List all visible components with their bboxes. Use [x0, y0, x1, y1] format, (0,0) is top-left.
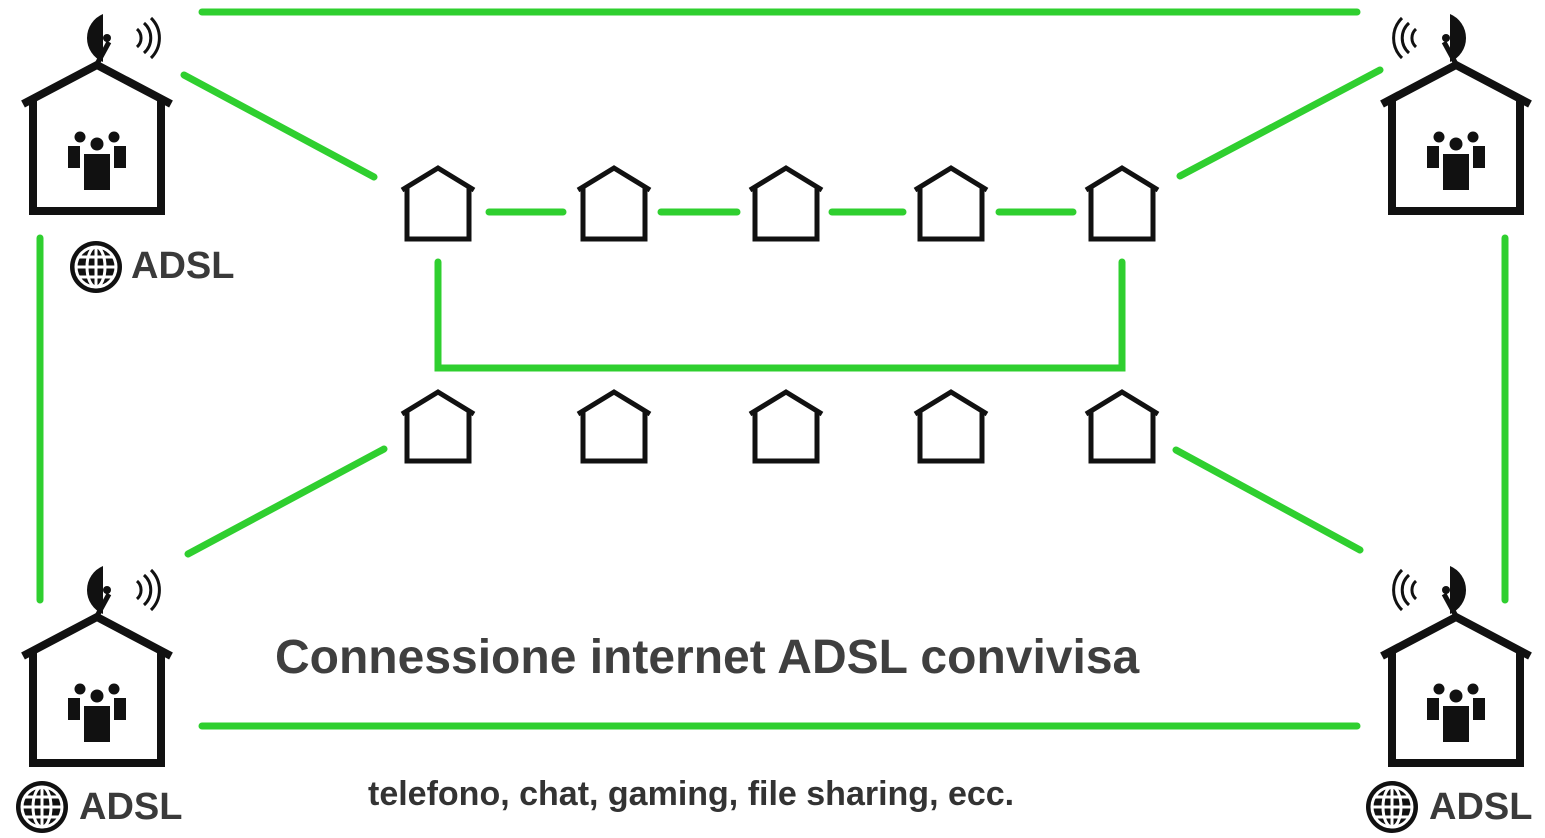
- small-house-icon: [400, 389, 476, 464]
- small-house-icon: [748, 389, 824, 464]
- house-icon: [21, 60, 173, 215]
- small-house-icon: [913, 165, 989, 242]
- link-bl-diag: [184, 445, 388, 558]
- globe-icon: [68, 239, 124, 295]
- diagram-title: Connessione internet ADSL convivisa: [275, 631, 1140, 684]
- house-icon: [1380, 60, 1532, 215]
- link-u-bracket: [434, 258, 1126, 372]
- adsl-label-top-left: ADSL: [131, 245, 235, 287]
- small-house-icon: [576, 165, 652, 242]
- hub-house-top-left: [21, 14, 173, 215]
- antenna-icon: [1392, 566, 1466, 618]
- link-tl-diag: [180, 71, 378, 181]
- antenna-icon: [86, 14, 161, 66]
- diagram-subtitle: telefono, chat, gaming, file sharing, ec…: [368, 775, 1015, 813]
- people-icon: [1427, 131, 1485, 190]
- house-icon: [1380, 612, 1532, 767]
- people-icon: [68, 131, 126, 190]
- house-icon: [21, 612, 173, 767]
- globe-icon: [14, 779, 70, 835]
- people-icon: [1427, 683, 1485, 742]
- small-house-icon: [913, 389, 989, 464]
- connection-lines: [36, 8, 1509, 730]
- people-icon: [68, 683, 126, 742]
- small-house-icon: [400, 165, 476, 242]
- link-tr-diag: [1176, 66, 1384, 180]
- adsl-label-bottom-left: ADSL: [79, 786, 183, 828]
- link-br-diag: [1172, 446, 1364, 554]
- small-house-icon: [1084, 389, 1160, 464]
- antenna-icon: [86, 566, 161, 618]
- small-house-icon: [1084, 165, 1160, 242]
- adsl-label-bottom-right: ADSL: [1429, 786, 1533, 828]
- globe-icon: [1364, 779, 1420, 835]
- hub-house-bottom-right: [1380, 566, 1532, 767]
- small-house-icon: [748, 165, 824, 242]
- antenna-icon: [1392, 14, 1466, 66]
- hub-house-bottom-left: [21, 566, 173, 767]
- hub-house-top-right: [1380, 14, 1532, 215]
- small-house-icon: [576, 389, 652, 464]
